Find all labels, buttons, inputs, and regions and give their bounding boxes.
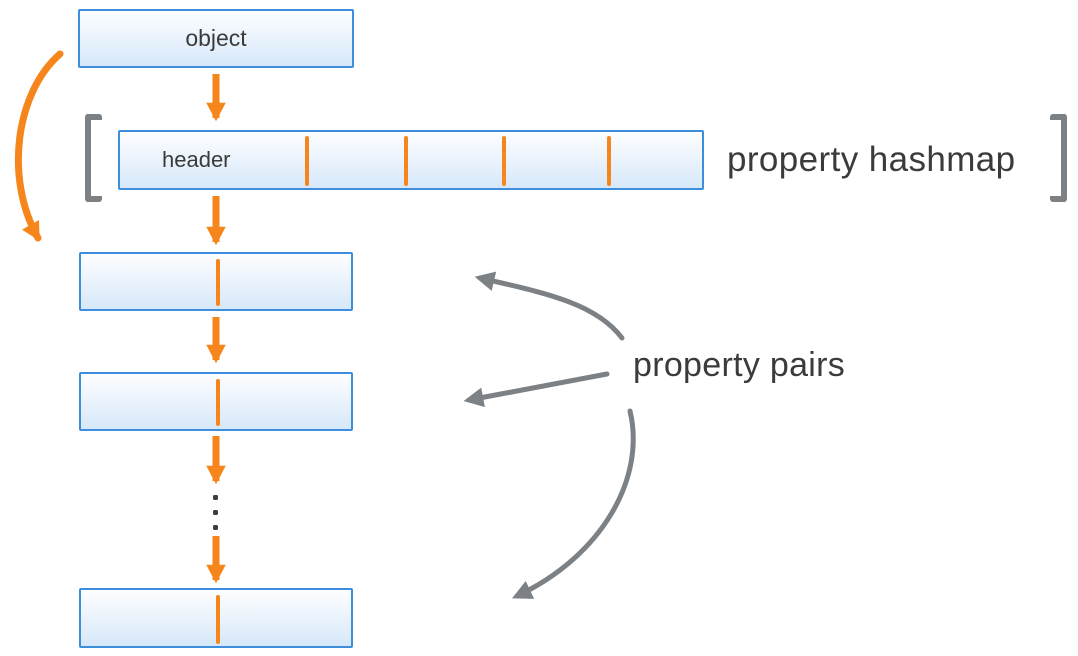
property-pair-box-last xyxy=(79,588,353,648)
slot-divider xyxy=(404,136,408,186)
left-bracket xyxy=(85,114,102,202)
header-cell-label: header xyxy=(162,147,231,172)
pair-divider xyxy=(216,259,220,306)
property-pairs-caption: property pairs xyxy=(633,346,846,384)
pair-divider xyxy=(216,595,220,644)
continuation-dots-icon xyxy=(213,495,218,530)
property-hashmap-box: header xyxy=(118,130,704,190)
object-box: object xyxy=(78,9,354,68)
property-hashmap-caption: property hashmap xyxy=(727,140,1016,179)
property-pair-box-1 xyxy=(79,252,353,311)
arrow-object-to-first-pair-curved xyxy=(14,50,64,242)
dot xyxy=(213,510,218,515)
pair-divider xyxy=(216,379,220,426)
slot-divider xyxy=(305,136,309,186)
property-pair-box-2 xyxy=(79,372,353,431)
pointer-to-last-pair xyxy=(512,408,636,599)
object-box-label: object xyxy=(185,25,247,51)
slot-divider xyxy=(607,136,611,186)
pointer-to-pair2 xyxy=(463,371,610,408)
dot xyxy=(213,525,218,530)
right-bracket xyxy=(1050,114,1067,202)
dot xyxy=(213,495,218,500)
slot-divider xyxy=(502,136,506,186)
pointer-to-pair1 xyxy=(474,271,625,341)
